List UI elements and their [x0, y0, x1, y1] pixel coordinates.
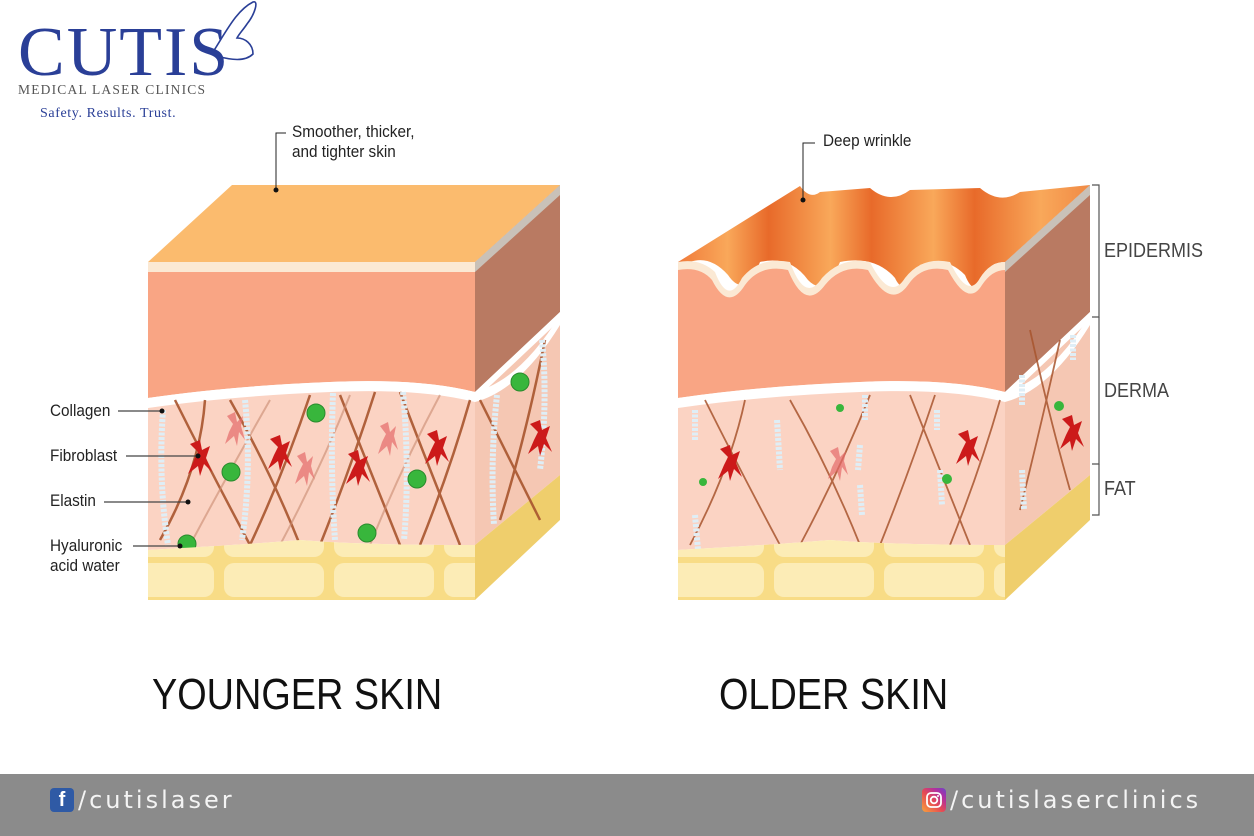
brand-subtitle: MEDICAL LASER CLINICS [18, 82, 207, 97]
instagram-glyph [926, 792, 942, 808]
callout-line-1: Smoother, thicker, [292, 122, 415, 141]
facebook-icon: f [50, 788, 74, 812]
legend-hyaluronic-line-1: Hyaluronic [50, 536, 123, 555]
legend-elastin: Elastin [50, 491, 96, 510]
instagram-icon [922, 788, 946, 812]
layer-label-epidermis: EPIDERMIS [1104, 240, 1204, 262]
legend-collagen: Collagen [50, 401, 111, 420]
older-skin-title: OLDER SKIN [719, 670, 949, 719]
callout-line-2: and tighter skin [292, 142, 396, 161]
facebook-link[interactable]: f /cutislaser [50, 786, 235, 814]
instagram-link[interactable]: /cutislaserclinics [922, 786, 1201, 814]
facebook-handle: /cutislaser [78, 786, 235, 814]
butterfly-wing-icon [212, 1, 257, 61]
instagram-handle: /cutislaserclinics [950, 786, 1202, 814]
skin-comparison-diagram: Smoother, thicker, and tighter skin Coll… [50, 122, 1204, 719]
brand-tagline: Safety. Results. Trust. [40, 106, 177, 121]
footer-bar: f /cutislaser /cutislaserclinics [0, 774, 1254, 836]
younger-callout-text: Smoother, thicker, and tighter skin [292, 122, 414, 162]
older-callout-text: Deep wrinkle [823, 131, 912, 150]
legend-fibroblast: Fibroblast [50, 446, 118, 465]
layer-label-derma: DERMA [1104, 380, 1170, 402]
brand-name: CUTIS [18, 14, 231, 91]
legend-hyaluronic-line-2: acid water [50, 556, 120, 575]
older-skin-block [678, 142, 1100, 600]
younger-skin-block [104, 132, 560, 600]
skin-illustration [104, 132, 1100, 600]
layer-label-fat: FAT [1104, 478, 1136, 500]
legend-hyaluronic: Hyaluronic acid water [50, 536, 122, 576]
brand-logo: CUTIS MEDICAL LASER CLINICS Safety. Resu… [14, 0, 257, 125]
younger-skin-title: YOUNGER SKIN [152, 670, 443, 719]
